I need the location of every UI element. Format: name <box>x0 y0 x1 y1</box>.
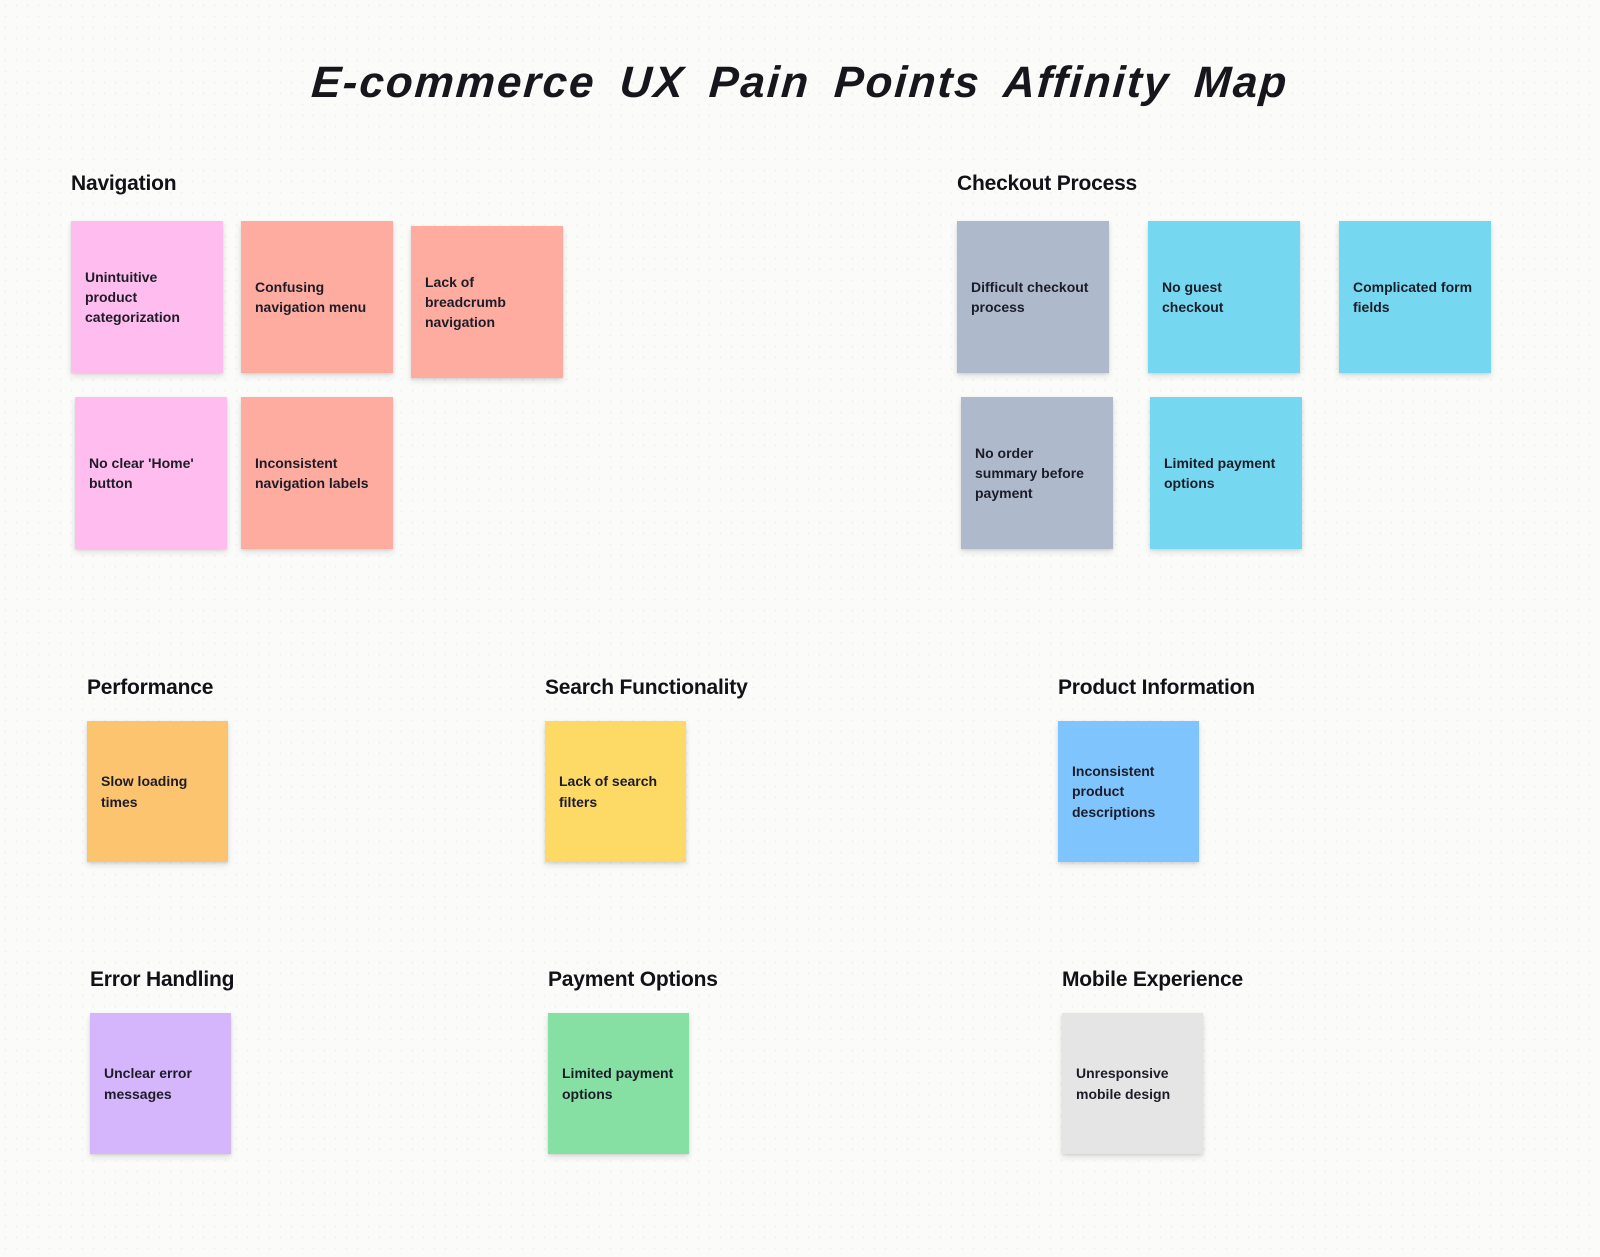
sticky-note[interactable]: Unresponsive mobile design <box>1062 1013 1203 1154</box>
group-search-functionality: Search Functionality Lack of search filt… <box>545 676 748 862</box>
group-heading-performance: Performance <box>87 676 214 699</box>
group-mobile-experience: Mobile Experience Unresponsive mobile de… <box>1062 968 1243 1154</box>
group-heading-error-handling: Error Handling <box>90 968 235 991</box>
sticky-note[interactable]: Confusing navigation menu <box>241 221 393 373</box>
notes-container: Unresponsive mobile design <box>1062 1013 1243 1154</box>
sticky-note[interactable]: Slow loading times <box>87 721 228 862</box>
notes-container: Lack of search filters <box>545 721 748 862</box>
group-checkout-process: Checkout Process Difficult checkout proc… <box>957 172 1491 549</box>
sticky-note-text: Complicated form fields <box>1353 278 1473 315</box>
sticky-note[interactable]: Limited payment options <box>1150 397 1302 549</box>
sticky-note[interactable]: Lack of search filters <box>545 721 686 862</box>
sticky-note[interactable]: Difficult checkout process <box>957 221 1109 373</box>
sticky-note-text: Lack of breadcrumb navigation <box>425 273 506 331</box>
group-error-handling: Error Handling Unclear error messages <box>90 968 234 1154</box>
sticky-note-text: Unresponsive mobile design <box>1076 1065 1171 1102</box>
sticky-note-text: No order summary before payment <box>975 444 1084 502</box>
sticky-note-text: Unclear error messages <box>104 1065 192 1102</box>
notes-container: Slow loading times <box>87 721 228 862</box>
sticky-note-text: Slow loading times <box>101 773 188 810</box>
sticky-note[interactable]: Inconsistent navigation labels <box>241 397 393 549</box>
group-heading-product-information: Product Information <box>1058 676 1255 699</box>
sticky-note-text: Limited payment options <box>562 1065 674 1102</box>
notes-container: Inconsistent product descriptions <box>1058 721 1255 862</box>
sticky-note-text: Inconsistent navigation labels <box>255 454 369 491</box>
group-performance: Performance Slow loading times <box>87 676 228 862</box>
sticky-note-text: No clear 'Home' button <box>89 454 194 491</box>
group-heading-navigation: Navigation <box>71 172 177 195</box>
sticky-note[interactable]: No order summary before payment <box>961 397 1113 549</box>
group-heading-checkout-process: Checkout Process <box>957 172 1138 195</box>
sticky-note[interactable]: Complicated form fields <box>1339 221 1491 373</box>
group-navigation: Navigation Unintuitive product categoriz… <box>71 172 563 549</box>
group-payment-options: Payment Options Limited payment options <box>548 968 718 1154</box>
notes-container: Unintuitive product categorization Confus… <box>71 221 563 549</box>
group-heading-search-functionality: Search Functionality <box>545 676 748 699</box>
sticky-note-text: Difficult checkout process <box>971 278 1089 315</box>
sticky-note-text: Inconsistent product descriptions <box>1072 763 1156 820</box>
group-heading-mobile-experience: Mobile Experience <box>1062 968 1243 991</box>
sticky-note[interactable]: Inconsistent product descriptions <box>1058 721 1199 862</box>
notes-container: Limited payment options <box>548 1013 718 1154</box>
board-title: E-commerce UX Pain Points Affinity Map <box>309 58 1291 107</box>
sticky-note-text: Confusing navigation menu <box>255 278 367 315</box>
sticky-note[interactable]: Unintuitive product categorization <box>71 221 223 373</box>
group-product-information: Product Information Inconsistent product… <box>1058 676 1255 862</box>
sticky-note[interactable]: No guest checkout <box>1148 221 1300 373</box>
group-heading-payment-options: Payment Options <box>548 968 718 991</box>
sticky-note[interactable]: Lack of breadcrumb navigation <box>411 226 563 378</box>
sticky-note-text: Limited payment options <box>1164 454 1276 491</box>
notes-container: Difficult checkout process No guest check… <box>957 221 1491 549</box>
sticky-note[interactable]: Unclear error messages <box>90 1013 231 1154</box>
sticky-note-text: Unintuitive product categorization <box>85 268 180 326</box>
notes-container: Unclear error messages <box>90 1013 234 1154</box>
sticky-note-text: Lack of search filters <box>559 773 658 810</box>
sticky-note[interactable]: No clear 'Home' button <box>75 397 227 549</box>
sticky-note-text: No guest checkout <box>1162 278 1224 315</box>
sticky-note[interactable]: Limited payment options <box>548 1013 689 1154</box>
